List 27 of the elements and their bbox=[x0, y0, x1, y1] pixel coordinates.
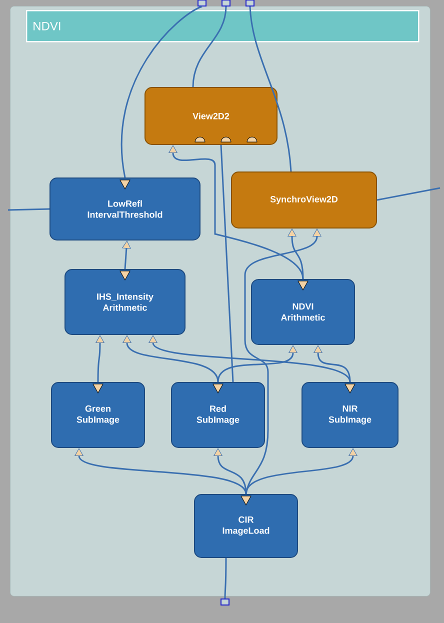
module-box: NIR SubImage bbox=[302, 382, 398, 448]
connector bbox=[8, 208, 50, 211]
connector bbox=[249, 6, 292, 172]
connector bbox=[314, 345, 351, 382]
connector bbox=[245, 448, 358, 494]
module-box: LowRefl IntervalThreshold bbox=[50, 178, 200, 240]
connector bbox=[244, 228, 322, 494]
connector bbox=[74, 448, 247, 494]
connector bbox=[214, 448, 247, 494]
module-box: Red SubImage bbox=[171, 382, 265, 448]
connector bbox=[148, 335, 351, 382]
module-box: CIR ImageLoad bbox=[194, 494, 298, 558]
module-box: SynchroView2D bbox=[231, 172, 377, 228]
connector bbox=[217, 345, 298, 382]
connector bbox=[192, 6, 227, 88]
module-box: IHS_Intensity Arithmetic bbox=[64, 269, 186, 335]
connector bbox=[96, 335, 104, 382]
module-box: View2D2 bbox=[144, 87, 278, 145]
module-box: Green SubImage bbox=[51, 382, 145, 448]
port-square bbox=[220, 598, 230, 606]
connector bbox=[288, 228, 304, 280]
connector bbox=[224, 558, 227, 599]
connector bbox=[220, 144, 234, 382]
connector bbox=[122, 240, 131, 270]
connector bbox=[376, 187, 440, 201]
connector bbox=[122, 335, 219, 382]
module-box: NDVI Arithmetic bbox=[251, 279, 355, 345]
